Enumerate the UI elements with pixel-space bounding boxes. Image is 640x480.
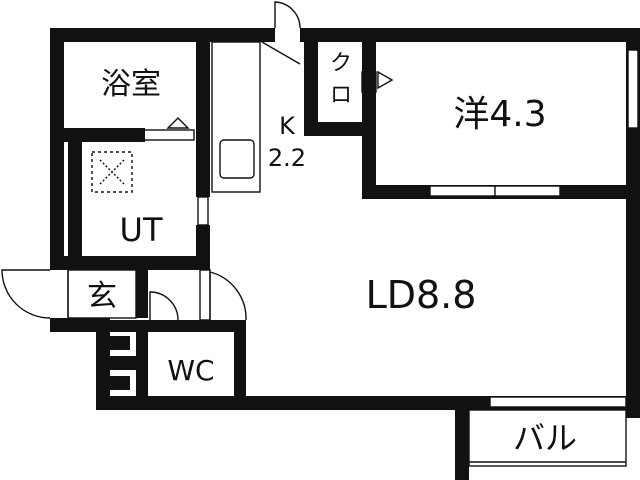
wall-western-left (362, 28, 376, 198)
step-box-1 (110, 336, 130, 350)
fixtures (67, 41, 639, 467)
door-ld-frame (199, 269, 211, 321)
label-closet-2: ロ (330, 83, 352, 108)
right-window (627, 49, 639, 129)
washer-x2 (99, 159, 125, 185)
door-wc (149, 291, 179, 321)
balcony-outline (468, 409, 627, 467)
kitchen-sink (219, 139, 255, 179)
wall-wc-right (234, 320, 246, 405)
wall-bath-right (196, 28, 210, 183)
wall-balcony-left (455, 396, 469, 480)
balcony-window (489, 396, 627, 408)
label-balcony: バル (513, 419, 577, 457)
closet-door-stub (361, 71, 377, 93)
washer-box (91, 151, 133, 193)
door-ld (209, 271, 247, 321)
closet-door-marker (377, 70, 394, 90)
bath-vent (166, 117, 190, 129)
label-western-room: 洋4.3 (453, 94, 546, 135)
label-entrance: 玄 (87, 279, 117, 314)
label-living-dining: LD8.8 (366, 273, 477, 317)
wall-ut-left (68, 142, 82, 262)
wall-closet-bottom (304, 122, 376, 136)
label-bathroom: 浴室 (101, 67, 161, 102)
step-box-2 (110, 376, 130, 390)
wall-top-left (50, 28, 275, 42)
wall-wc-top (96, 320, 240, 332)
wall-left (50, 28, 64, 270)
wall-wc-left (136, 320, 148, 405)
wall-stub (96, 356, 140, 370)
wall-ent-right (136, 268, 148, 318)
room-labels: 浴室 UT K 2.2 ク ロ 洋4.3 玄 WC LD8.8 バル (87, 51, 577, 457)
label-toilet: WC (167, 354, 214, 387)
label-kitchen-type: K (279, 112, 296, 140)
bath-sill (141, 129, 195, 141)
wall-closet-left (304, 28, 318, 136)
wall-bath-bottom (50, 128, 145, 142)
ut-sliding-door (197, 196, 209, 226)
door-top (274, 1, 301, 29)
label-utility: UT (120, 211, 163, 249)
wall-ut-right (196, 183, 210, 197)
wall-left-lower (50, 318, 110, 332)
door-entrance (1, 269, 51, 319)
kitchen-counter (211, 41, 261, 193)
door-kitchen-inner (261, 41, 301, 65)
doors (1, 1, 301, 321)
wall-top-right (300, 28, 640, 42)
label-closet-1: ク (330, 51, 352, 76)
wall-bottom (96, 396, 461, 410)
label-kitchen-size: 2.2 (268, 144, 306, 172)
wall-ut-bottom (50, 256, 210, 270)
